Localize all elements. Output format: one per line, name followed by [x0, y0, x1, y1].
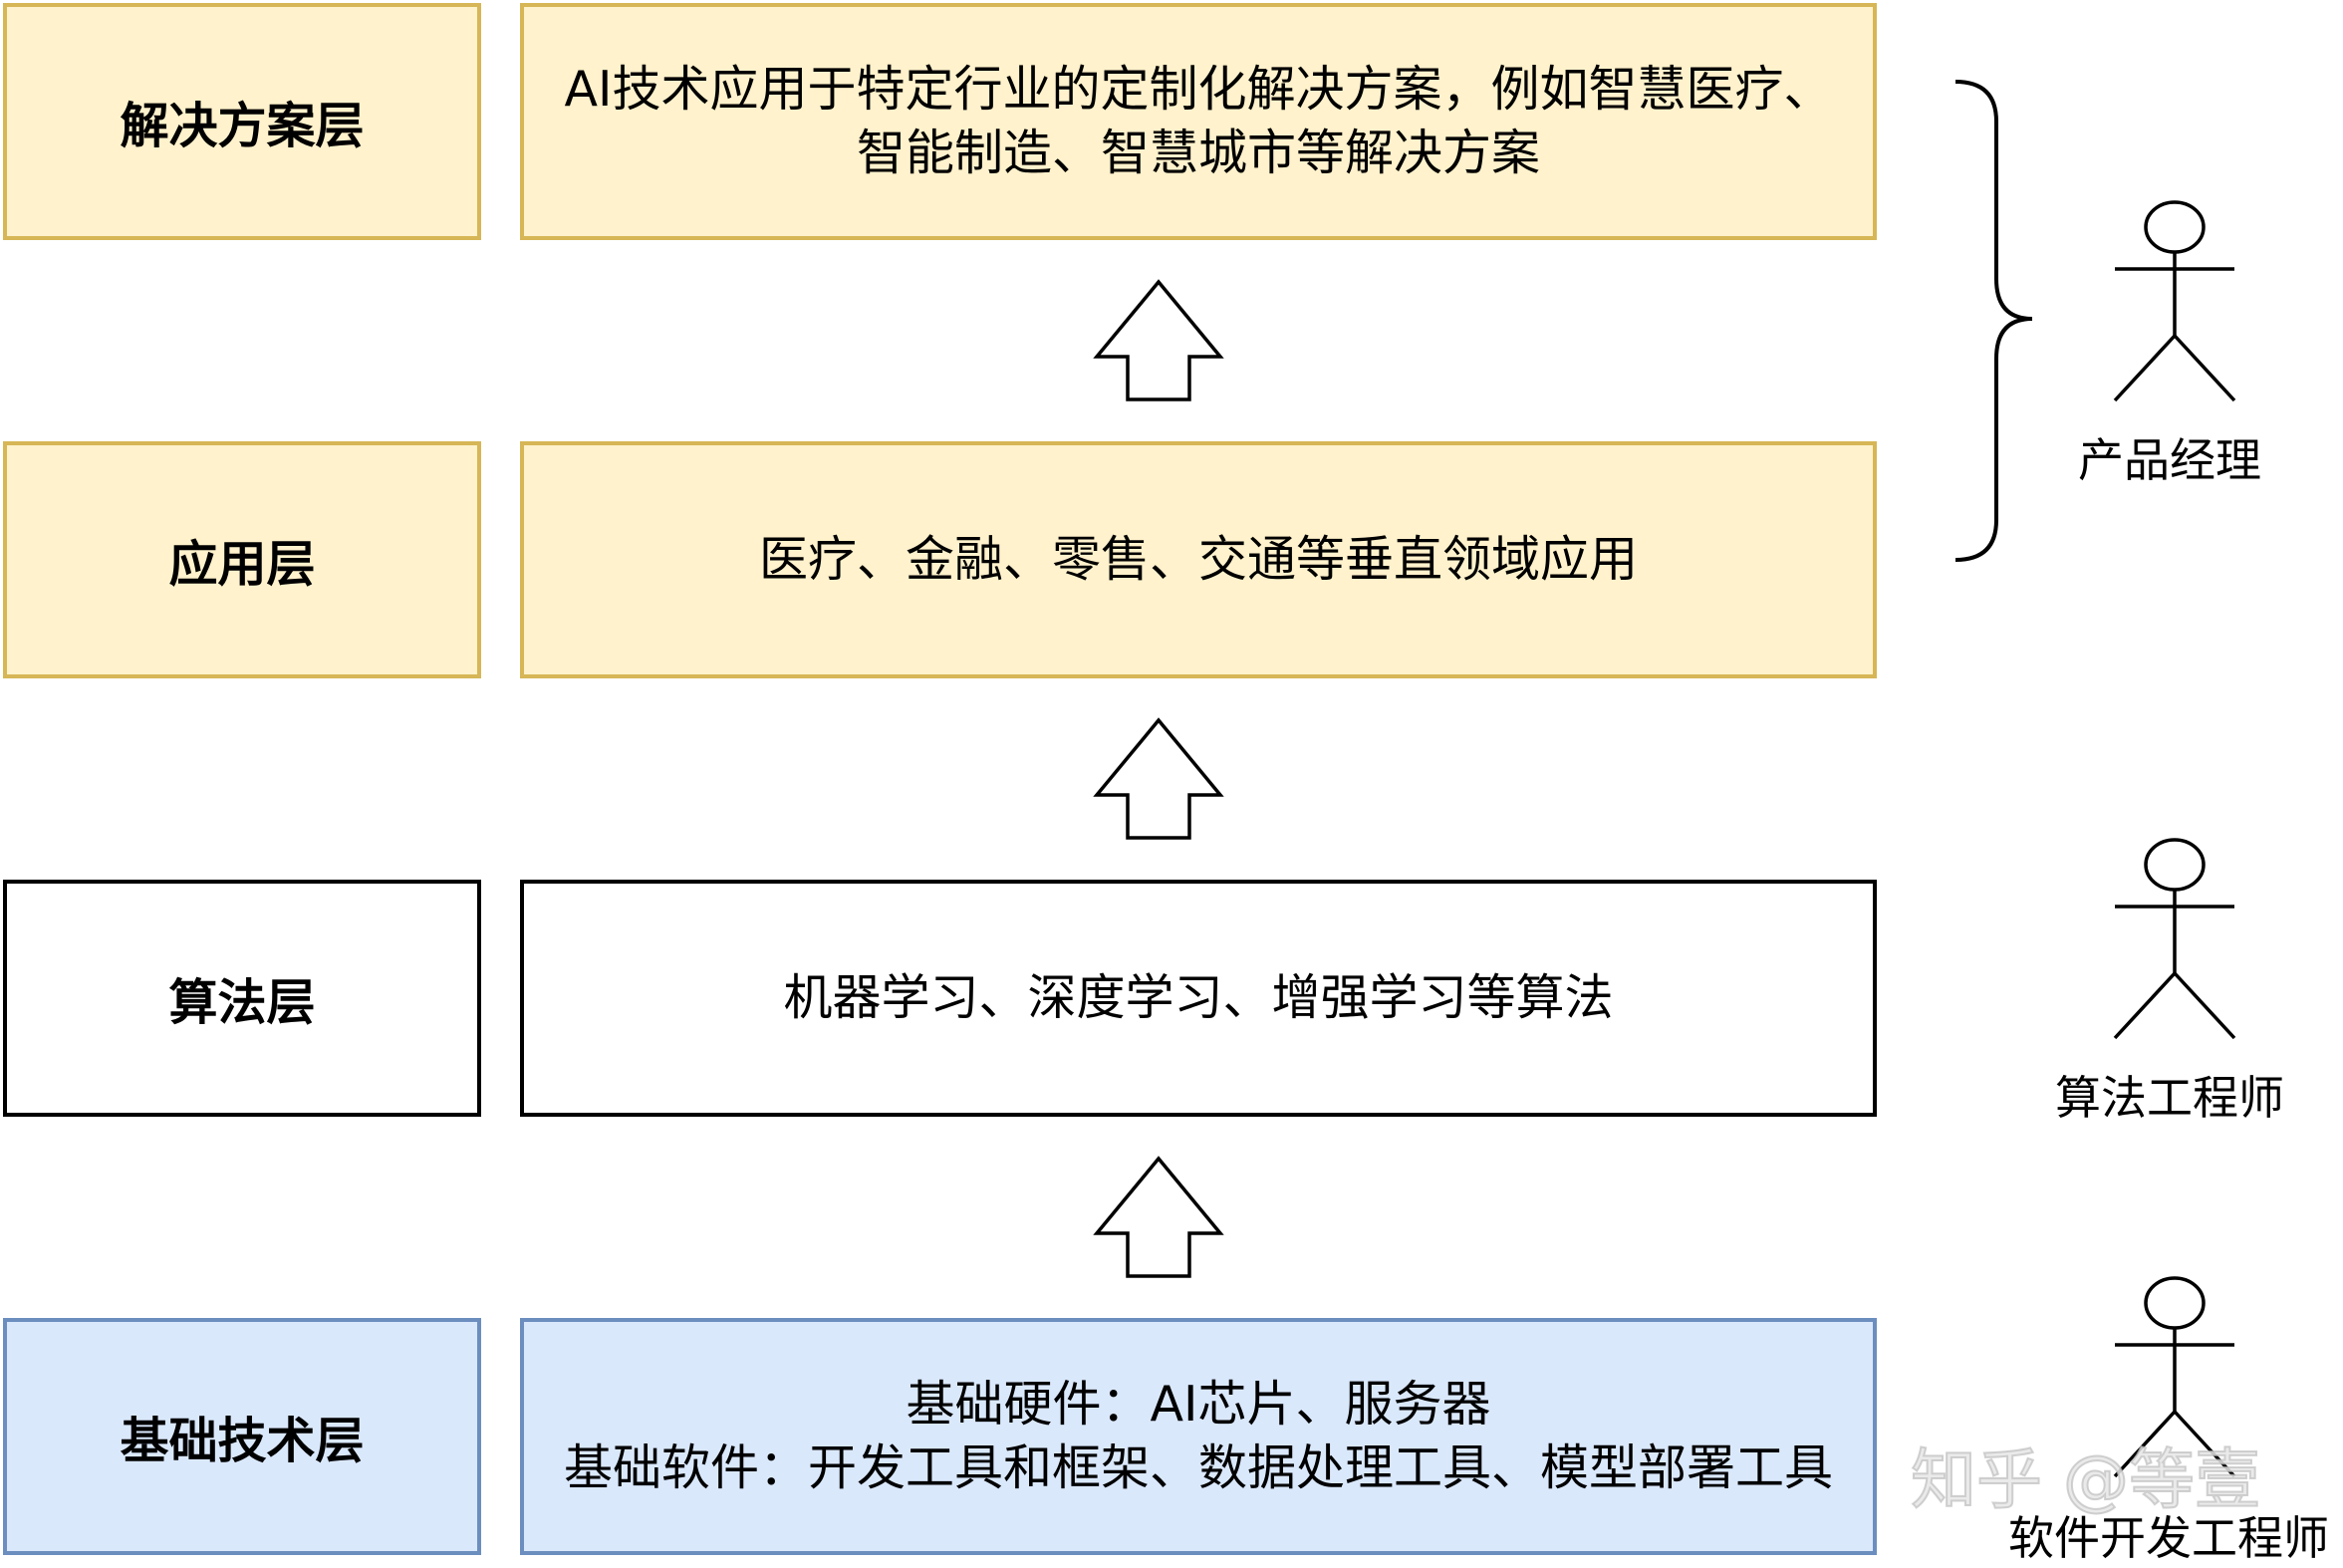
layer-label-foundation-text: 基础技术层 — [120, 1412, 365, 1469]
layer-label-solution-text: 解决方案层 — [120, 97, 365, 154]
layer-label-algorithm: 算法层 — [3, 880, 481, 1117]
layer-label-algorithm-text: 算法层 — [168, 973, 316, 1031]
layer-content-foundation-line-1: 基础硬件：AI芯片、服务器 — [906, 1376, 1491, 1433]
up-arrow-icon — [1093, 279, 1224, 401]
role-label-algorithm-engineer: 算法工程师 — [2055, 1071, 2284, 1125]
layer-content-application-line-1: 医疗、金融、零售、交通等垂直领域应用 — [758, 531, 1638, 588]
layer-content-foundation: 基础硬件：AI芯片、服务器 基础软件：开发工具和框架、数据处理工具、模型部署工具 — [520, 1318, 1877, 1555]
role-label-software-engineer: 软件开发工程师 — [2008, 1511, 2329, 1565]
stick-figure-icon — [2113, 838, 2236, 1040]
layer-content-application: 医疗、金融、零售、交通等垂直领域应用 — [520, 441, 1877, 678]
layer-label-application: 应用层 — [3, 441, 481, 678]
layer-content-algorithm: 机器学习、深度学习、增强学习等算法 — [520, 880, 1877, 1117]
layer-label-solution: 解决方案层 — [3, 3, 481, 240]
role-label-product-manager: 产品经理 — [2078, 433, 2261, 487]
layer-content-solution: AI技术应用于特定行业的定制化解决方案，例如智慧医疗、 智能制造、智慧城市等解决… — [520, 3, 1877, 240]
layer-content-solution-line-1: AI技术应用于特定行业的定制化解决方案，例如智慧医疗、 — [564, 61, 1833, 118]
watermark: 知乎 @等壹 — [1910, 1440, 2261, 1519]
layer-content-algorithm-line-1: 机器学习、深度学习、增强学习等算法 — [783, 969, 1614, 1026]
layer-label-foundation: 基础技术层 — [3, 1318, 481, 1555]
layer-content-foundation-line-2: 基础软件：开发工具和框架、数据处理工具、模型部署工具 — [563, 1439, 1833, 1496]
up-arrow-icon — [1093, 717, 1224, 840]
stick-figure-icon — [2113, 200, 2236, 402]
up-arrow-icon — [1093, 1156, 1224, 1278]
curly-brace-icon — [1954, 80, 2033, 562]
layer-content-solution-line-2: 智能制造、智慧城市等解决方案 — [856, 125, 1540, 181]
stick-figure-icon — [2113, 1276, 2236, 1478]
layer-label-application-text: 应用层 — [168, 535, 316, 593]
